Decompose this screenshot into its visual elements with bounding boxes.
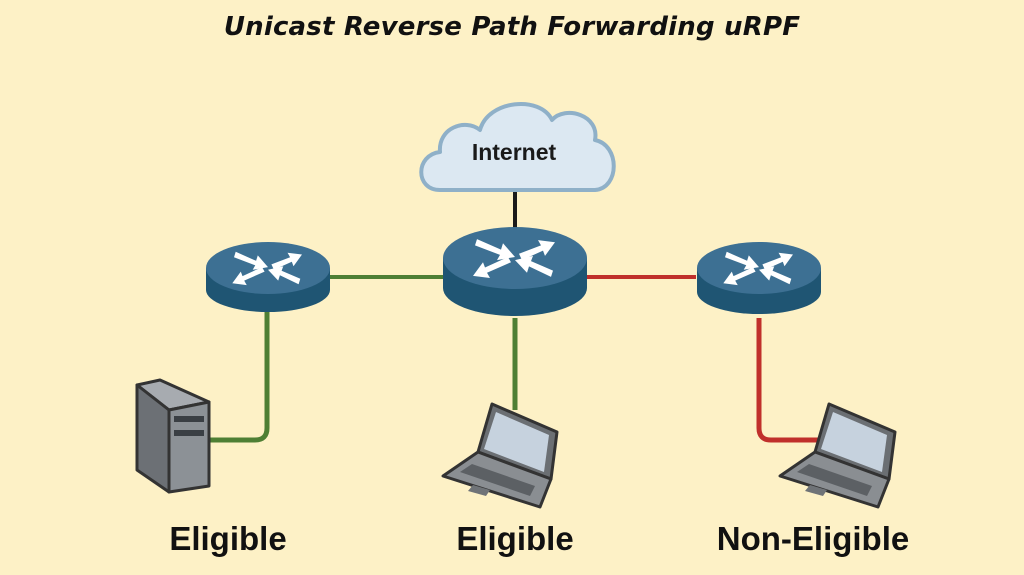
left-router[interactable]	[206, 242, 330, 312]
internet-cloud[interactable]: Internet	[419, 102, 616, 192]
laptop-icon	[778, 402, 897, 509]
laptop-icon	[441, 402, 559, 509]
router-top	[206, 242, 330, 294]
server-tower-icon	[135, 378, 211, 494]
link-left-server	[205, 310, 270, 443]
server-tower[interactable]	[135, 378, 211, 494]
laptop-keyboard	[797, 464, 872, 496]
laptop-center[interactable]	[441, 402, 559, 509]
label-server-eligible: Eligible	[169, 520, 287, 557]
server-slot	[174, 430, 204, 436]
diagram-title: Unicast Reverse Path Forwarding uRPF	[223, 12, 801, 42]
right-router[interactable]	[697, 242, 821, 314]
laptop-trackpad	[805, 485, 827, 496]
cloud-label: Internet	[472, 139, 557, 165]
label-laptop-right-non-eligible: Non-Eligible	[716, 520, 910, 557]
router-top	[697, 242, 821, 294]
label-laptop-center-eligible: Eligible	[456, 520, 574, 557]
laptop-trackpad	[468, 485, 490, 496]
server-slot	[174, 416, 204, 422]
router-top	[443, 227, 587, 289]
laptop-right[interactable]	[778, 402, 897, 509]
center-router[interactable]	[443, 227, 587, 316]
cloud-icon	[419, 102, 616, 192]
link-right-laptop	[756, 318, 826, 443]
laptop-keyboard	[460, 464, 535, 496]
